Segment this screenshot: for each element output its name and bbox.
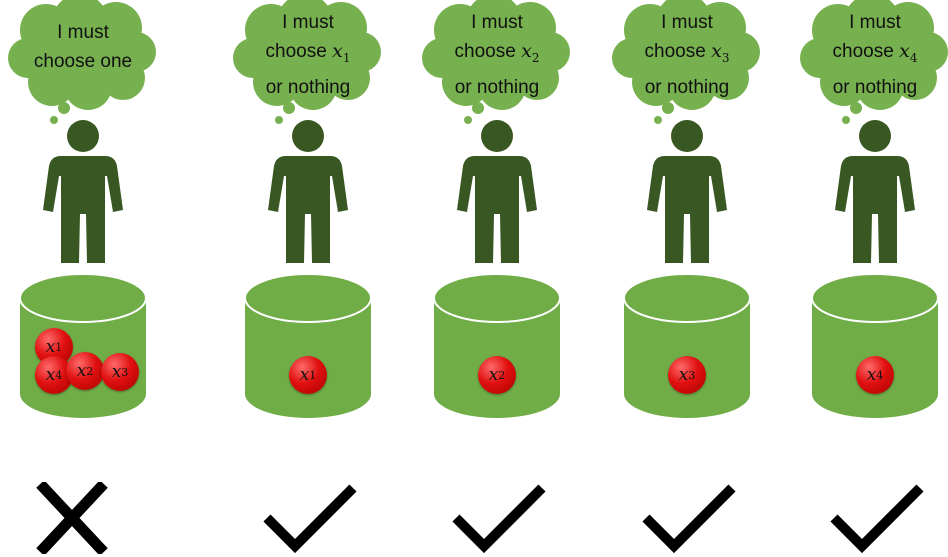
ball-symbol: x: [46, 337, 56, 357]
thought-line-1: I must: [436, 8, 558, 37]
ball-index: 4: [876, 369, 883, 382]
ball-index: 1: [55, 341, 62, 354]
thought-variable: x4: [899, 40, 917, 62]
thought-line-2-text: choose: [455, 41, 516, 62]
cross-icon: [36, 482, 136, 554]
thought-line-2: choose x2: [436, 37, 558, 73]
thought-line-2: choose x4: [814, 37, 936, 73]
thought-variable: x3: [711, 40, 729, 62]
thought-line-1: I must: [814, 8, 936, 37]
check-icon: [450, 482, 550, 554]
thought-variable: x1: [332, 40, 350, 62]
thought-line-2: choose x3: [626, 37, 748, 73]
ball-symbol: x: [300, 365, 310, 385]
person-icon: [647, 118, 727, 263]
thought-line-3: or nothing: [814, 73, 936, 102]
thought-variable: x2: [521, 40, 539, 62]
thought-line-2-text: choose one: [34, 51, 132, 72]
ball-index: 2: [498, 369, 505, 382]
ball-symbol: x: [46, 365, 56, 385]
ball-symbol: x: [489, 365, 499, 385]
ball-symbol: x: [112, 362, 122, 382]
ball-symbol: x: [679, 365, 689, 385]
thought-line-1: I must: [626, 8, 748, 37]
thought-line-2: choose one: [22, 47, 144, 76]
thought-line-1: I must: [22, 18, 144, 47]
person-icon: [268, 118, 348, 263]
ball-symbol: x: [867, 365, 877, 385]
thought-line-1: I must: [247, 8, 369, 37]
thought-bubble: I must choose one: [8, 0, 158, 130]
thought-line-2-text: choose: [266, 41, 327, 62]
ball-index: 1: [309, 369, 316, 382]
thought-line-2-text: choose: [833, 41, 894, 62]
person-icon: [457, 118, 537, 263]
thought-variable-index: 4: [910, 51, 918, 65]
barrel-icon: [432, 272, 562, 422]
barrel-icon: [622, 272, 752, 422]
ball-index: 3: [688, 369, 695, 382]
barrel-icon: [243, 272, 373, 422]
thought-line-3: or nothing: [626, 73, 748, 102]
thought-text: I must choose one: [22, 18, 144, 76]
thought-line-2: choose x1: [247, 37, 369, 73]
person-icon: [43, 118, 123, 263]
ball-index: 2: [86, 365, 93, 378]
ball-symbol: x: [77, 361, 87, 381]
ball-index: 3: [121, 366, 128, 379]
thought-line-3: or nothing: [247, 73, 369, 102]
barrel-icon: [810, 272, 940, 422]
check-icon: [261, 482, 361, 554]
thought-variable-index: 1: [343, 51, 351, 65]
thought-variable-index: 2: [532, 51, 540, 65]
person-icon: [835, 118, 915, 263]
thought-variable-index: 3: [722, 51, 730, 65]
thought-line-3: or nothing: [436, 73, 558, 102]
ball-index: 4: [55, 369, 62, 382]
thought-line-2-text: choose: [645, 41, 706, 62]
check-icon: [640, 482, 740, 554]
check-icon: [828, 482, 928, 554]
